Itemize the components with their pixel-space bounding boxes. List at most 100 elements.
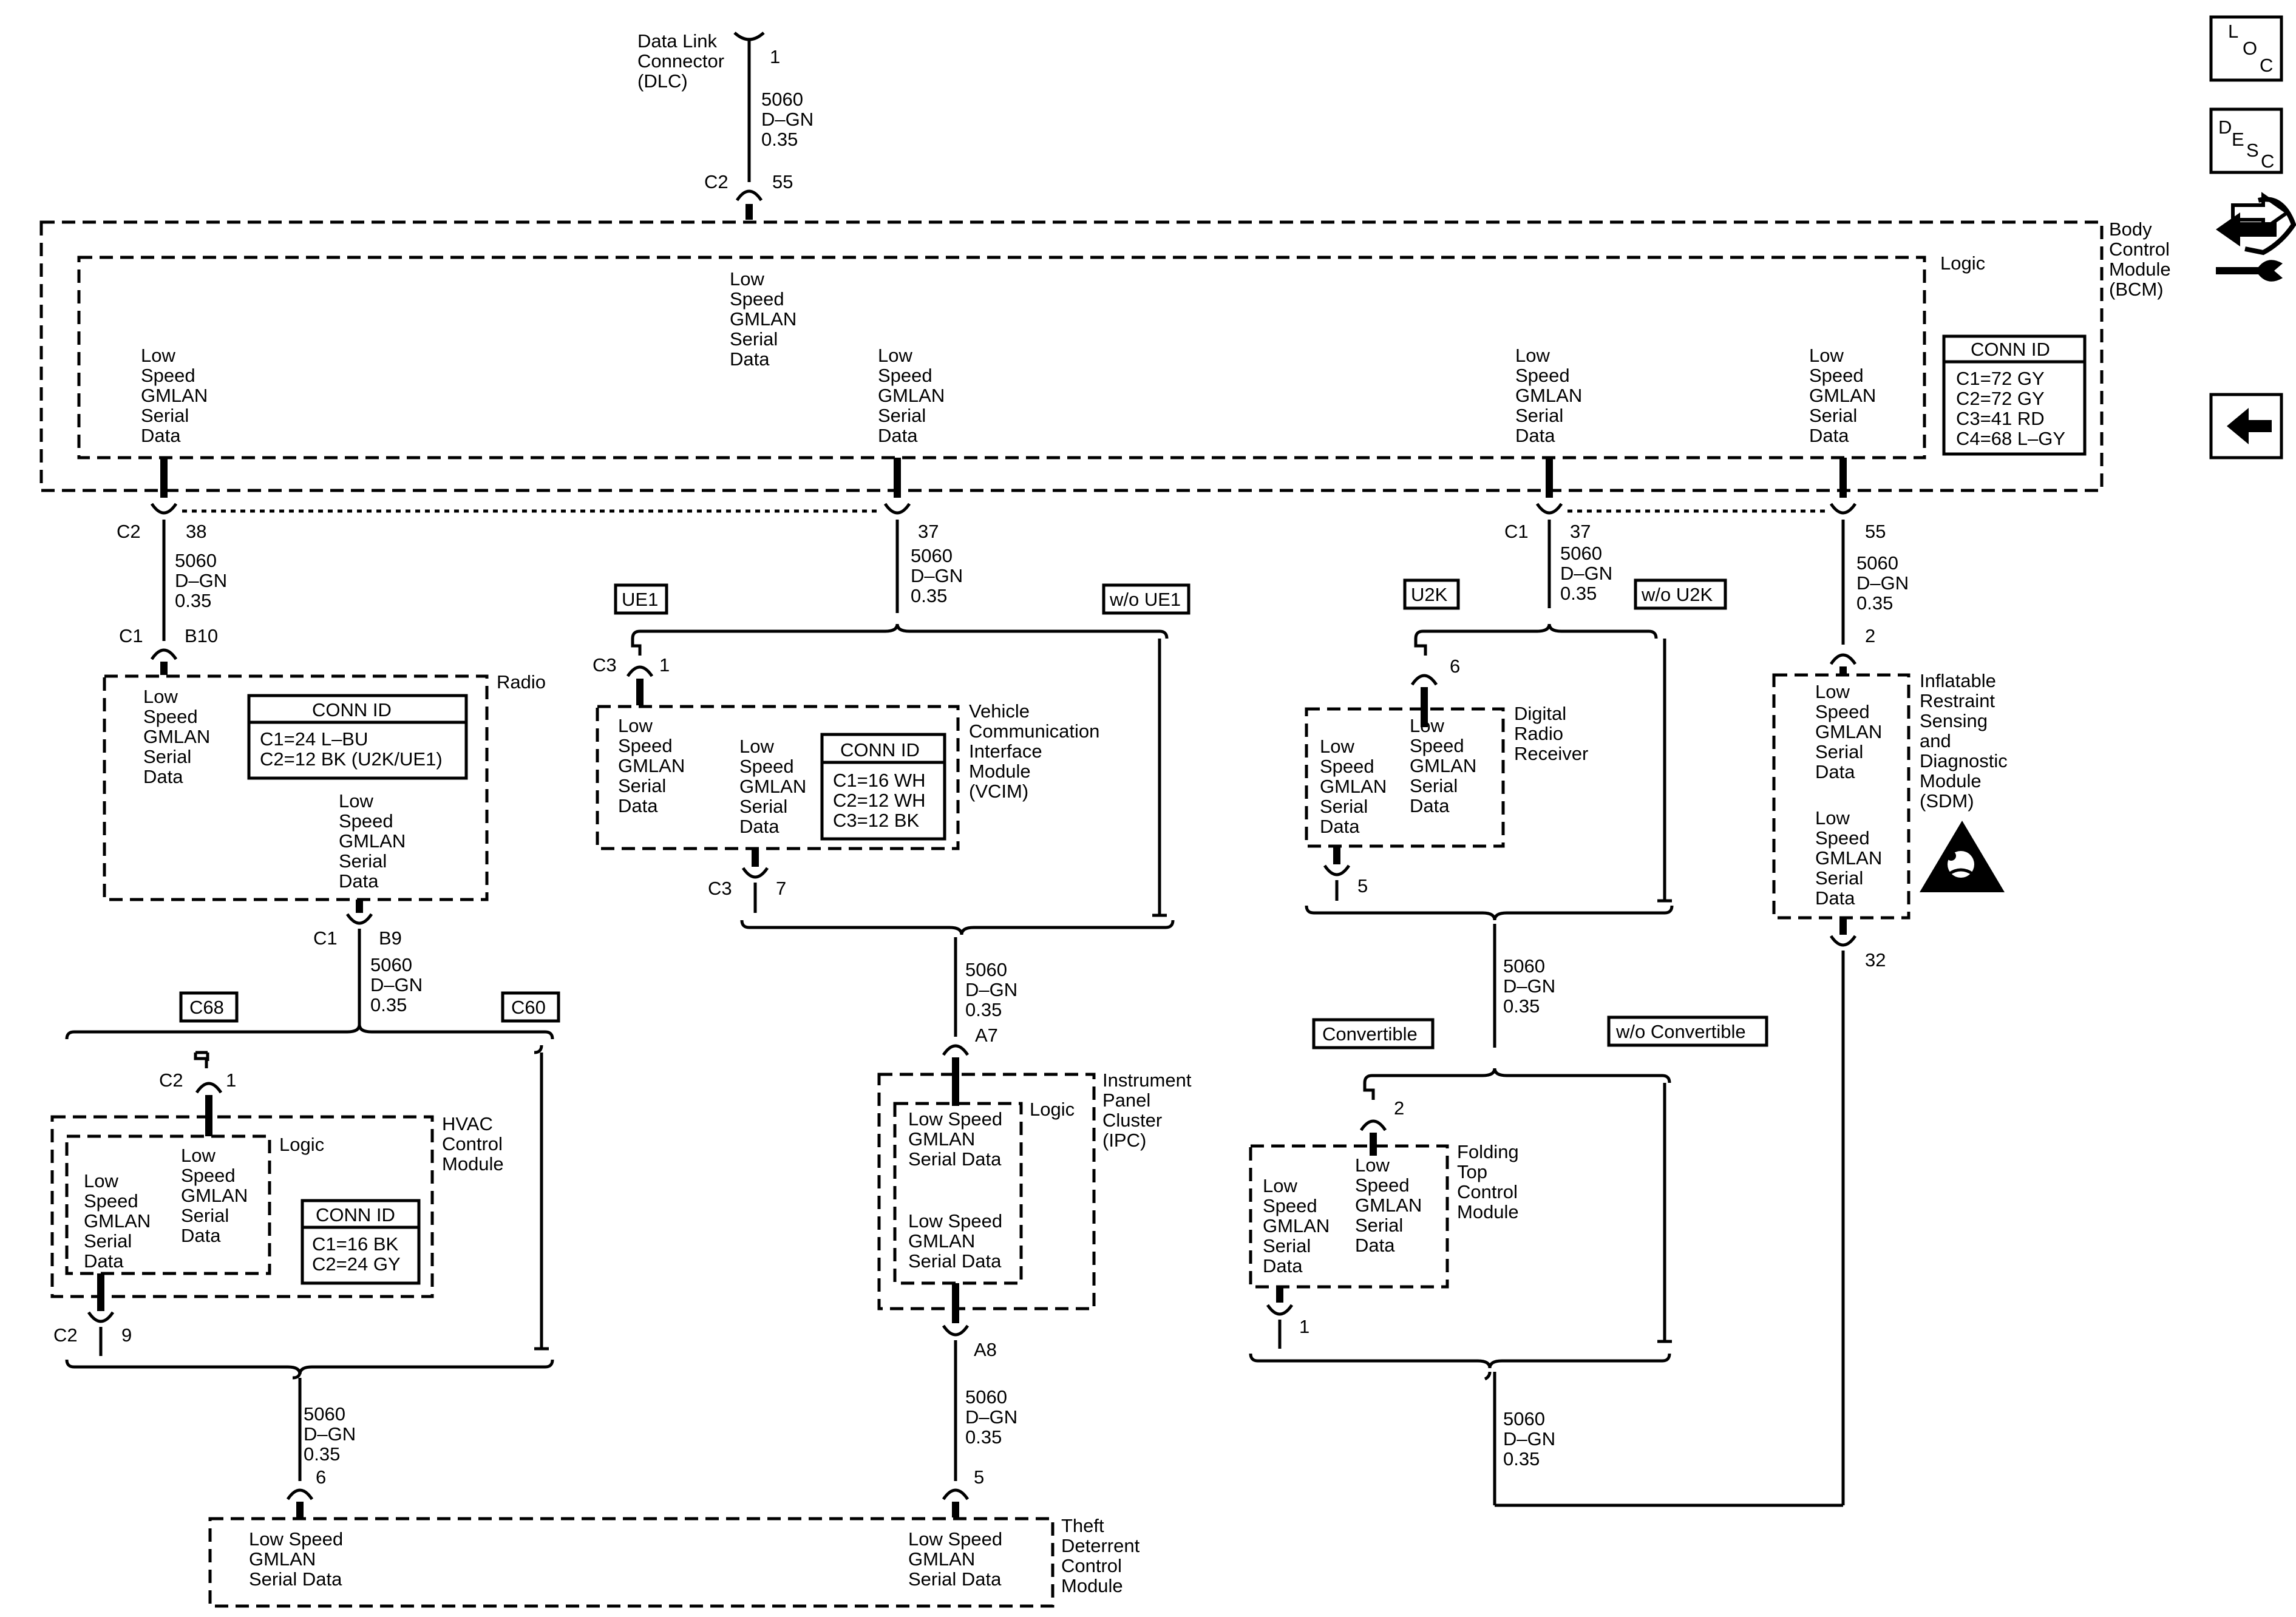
tdm-sig-a-1: Low Speed bbox=[249, 1528, 343, 1550]
vcim-name-1: Vehicle bbox=[969, 700, 1030, 722]
drr-ftcm-gauge: 0.35 bbox=[1503, 995, 1540, 1017]
desc-button[interactable]: D E S C bbox=[2209, 107, 2283, 174]
ipc-sig-a-3: Serial Data bbox=[908, 1148, 1002, 1170]
airbag-warning-icon bbox=[1920, 821, 2005, 892]
sdm-name-2: Restraint bbox=[1920, 690, 1995, 711]
loc-letter-l: L bbox=[2228, 21, 2238, 42]
vcim-conn-id-title: CONN ID bbox=[840, 739, 920, 761]
drr-sig-a-5: Data bbox=[1320, 816, 1360, 837]
sdm-sig-b-2: Speed bbox=[1815, 827, 1870, 849]
sdm-sig-a-5: Data bbox=[1815, 761, 1855, 782]
tdm-name-4: Module bbox=[1061, 1575, 1123, 1596]
bcm-signal-4-3: GMLAN bbox=[1809, 385, 1876, 406]
tdm-sig-b-1: Low Speed bbox=[908, 1528, 1002, 1550]
radio-sig-a-2: Speed bbox=[143, 706, 198, 727]
radio-sig-b-1: Low bbox=[339, 790, 373, 812]
bcm-name-3: Module bbox=[2109, 259, 2171, 280]
drr-sig-b-1: Low bbox=[1410, 715, 1444, 736]
sdm-name-3: Sensing bbox=[1920, 710, 1988, 731]
hvac-in-pin: 1 bbox=[226, 1070, 236, 1091]
bcm-out3-color: D–GN bbox=[1560, 563, 1612, 584]
hvac-name-3: Module bbox=[442, 1153, 504, 1175]
bcm-signal-2-1: Low bbox=[878, 345, 912, 366]
repair-info-icon[interactable] bbox=[2216, 192, 2296, 282]
bcm-signal-3-5: Data bbox=[1515, 425, 1555, 446]
bcm-signal-1-3: GMLAN bbox=[141, 385, 208, 406]
drr-sig-b-5: Data bbox=[1410, 795, 1450, 816]
sdm-pin-out: 32 bbox=[1865, 949, 1886, 971]
data-link-connector: Data Link Connector (DLC) 1 5060 D–GN 0.… bbox=[637, 30, 813, 220]
vcim-in-conn: C3 bbox=[593, 654, 617, 676]
bcm-name-2: Control bbox=[2109, 239, 2170, 260]
vcim-conn-id-3: C3=12 BK bbox=[833, 810, 920, 831]
ftcm-sig-a-1: Low bbox=[1263, 1175, 1297, 1196]
radio-out-gauge: 0.35 bbox=[370, 994, 407, 1015]
vcim-name-2: Communication bbox=[969, 720, 1099, 742]
bcm-out3-circuit: 5060 bbox=[1560, 543, 1602, 564]
drr-pin-in: 6 bbox=[1450, 656, 1460, 677]
drr-sig-b-3: GMLAN bbox=[1410, 755, 1476, 776]
hvac-logic: Logic bbox=[279, 1134, 324, 1155]
desc-letter-c: C bbox=[2261, 151, 2274, 172]
bcm-signal-top-5: Data bbox=[730, 348, 770, 370]
bcm-signal-4-1: Low bbox=[1809, 345, 1844, 366]
bcm-signal-4-4: Serial bbox=[1809, 405, 1857, 426]
loc-button[interactable]: L O C bbox=[2209, 15, 2283, 82]
hvac-out-pin: 9 bbox=[121, 1324, 132, 1346]
hvac-conn-id-1: C1=16 BK bbox=[312, 1233, 399, 1255]
radio-out-pin: B9 bbox=[379, 927, 402, 949]
ipc-pin-in: A7 bbox=[975, 1025, 998, 1046]
sdm-module: Inflatable Restraint Sensing and Diagnos… bbox=[1772, 670, 2008, 1505]
vcim-sig-a-4: Serial bbox=[618, 775, 666, 796]
drr-sig-a-3: GMLAN bbox=[1320, 776, 1387, 797]
tdm-sig-a-2: GMLAN bbox=[249, 1548, 316, 1570]
desc-letter-e: E bbox=[2232, 129, 2244, 150]
vcim-ipc-gauge: 0.35 bbox=[965, 999, 1002, 1020]
ipc-name-2: Panel bbox=[1102, 1090, 1150, 1111]
vcim-sig-b-2: Speed bbox=[739, 756, 794, 777]
bcm-out1-color: D–GN bbox=[175, 570, 227, 591]
ftcm-pin-out: 1 bbox=[1299, 1316, 1309, 1337]
ftcm-sig-a-3: GMLAN bbox=[1263, 1215, 1330, 1236]
sdm-sig-a-3: GMLAN bbox=[1815, 721, 1882, 742]
bcm-out2-pin: 37 bbox=[918, 521, 939, 542]
hvac-sig-b-4: Serial bbox=[181, 1205, 229, 1226]
ftcm-sig-b-4: Serial bbox=[1355, 1215, 1403, 1236]
radio-sig-a-4: Serial bbox=[143, 746, 191, 767]
bcm-signal-4: Low Speed GMLAN Serial Data bbox=[1809, 345, 1876, 446]
bcm-out4-color: D–GN bbox=[1856, 572, 1909, 594]
bcm-signal-2: Low Speed GMLAN Serial Data bbox=[878, 345, 945, 446]
ftcm-sdm-circuit: 5060 bbox=[1503, 1408, 1545, 1429]
bcm-out3-wire: C1 37 5060 D–GN 0.35 U2K w/o U2K bbox=[1403, 503, 1727, 903]
radio-sig-a-5: Data bbox=[143, 766, 183, 787]
vcim-sig-b-1: Low bbox=[739, 736, 774, 757]
hvac-control-module: C2 1 Logic HVAC Control Module Low Speed… bbox=[50, 1053, 504, 1356]
radio-conn-id-table: CONN ID C1=24 L–BU C2=12 BK (U2K/UE1) bbox=[247, 694, 468, 780]
tdm-sig-b-2: GMLAN bbox=[908, 1548, 975, 1570]
ftcm-sig-b-3: GMLAN bbox=[1355, 1195, 1422, 1216]
bcm-signal-2-3: GMLAN bbox=[878, 385, 945, 406]
c68-c60-split: C68 C60 bbox=[65, 991, 560, 1351]
hvac-tdm-gauge: 0.35 bbox=[304, 1443, 340, 1465]
sdm-name-1: Inflatable bbox=[1920, 670, 1996, 691]
drr-sig-a-1: Low bbox=[1320, 736, 1354, 757]
dlc-pin: 1 bbox=[770, 46, 780, 67]
radio-sig-b-3: GMLAN bbox=[339, 830, 406, 852]
bcm-signal-4-2: Speed bbox=[1809, 365, 1864, 386]
bcm-signal-3-1: Low bbox=[1515, 345, 1550, 366]
loc-letter-c: C bbox=[2260, 55, 2273, 76]
back-button[interactable] bbox=[2209, 393, 2283, 459]
hvac-name-1: HVAC bbox=[442, 1113, 493, 1134]
arrow-left-icon bbox=[2227, 408, 2272, 444]
option-c68: C68 bbox=[189, 997, 224, 1018]
hvac-conn-id-title: CONN ID bbox=[316, 1204, 395, 1225]
ftcm-sig-a-2: Speed bbox=[1263, 1195, 1317, 1216]
bcm-out1-gauge: 0.35 bbox=[175, 590, 211, 611]
bcm-out2-circuit: 5060 bbox=[911, 545, 953, 566]
sdm-sig-b-1: Low bbox=[1815, 807, 1850, 829]
tdm-pin-b: 5 bbox=[974, 1466, 984, 1488]
hvac-name-2: Control bbox=[442, 1133, 503, 1154]
vcim-conn-id-1: C1=16 WH bbox=[833, 770, 925, 791]
bcm-out2-color: D–GN bbox=[911, 565, 963, 586]
ipc-pin-out: A8 bbox=[974, 1339, 997, 1360]
